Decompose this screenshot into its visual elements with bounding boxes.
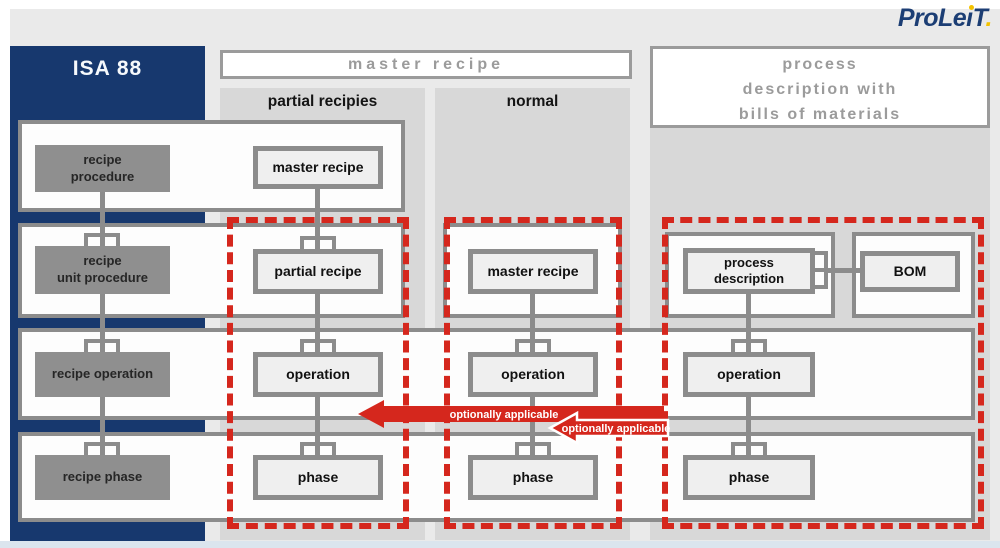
dashed-region-process bbox=[662, 217, 984, 529]
bom-connector-line bbox=[825, 268, 863, 273]
box-process-phase: phase bbox=[683, 455, 815, 500]
logo-letter-i: ı bbox=[966, 4, 975, 32]
dashed-region-normal bbox=[444, 217, 622, 529]
column-label-partial: partial recipies bbox=[267, 93, 378, 110]
box-process-operation: operation bbox=[683, 352, 815, 397]
connector-left-1 bbox=[100, 192, 105, 246]
row-band-4 bbox=[18, 432, 975, 522]
bottom-blue-strip bbox=[0, 541, 1000, 548]
logo-text-main: ProLe bbox=[897, 4, 967, 32]
connector-partial-3 bbox=[315, 397, 320, 455]
fork-icon bbox=[300, 442, 336, 455]
connector-left-2 bbox=[100, 294, 105, 352]
box-recipe-unit-procedure: recipe unit procedure bbox=[35, 246, 170, 294]
fork-icon bbox=[300, 339, 336, 352]
box-recipe-procedure: recipe procedure bbox=[35, 145, 170, 192]
fork-icon bbox=[515, 339, 551, 352]
connector-left-3 bbox=[100, 397, 105, 455]
box-partial-operation: operation bbox=[253, 352, 383, 397]
box-process-description: process description bbox=[683, 248, 815, 294]
connector-partial-2 bbox=[315, 294, 320, 352]
box-partial-phase: phase bbox=[253, 455, 383, 500]
master-recipe-header: master recipe bbox=[220, 50, 632, 79]
fork-icon bbox=[731, 442, 767, 455]
box-normal-phase: phase bbox=[468, 455, 598, 500]
connector-process-1 bbox=[746, 294, 751, 352]
fork-icon bbox=[300, 236, 336, 249]
connector-normal-1 bbox=[530, 294, 535, 352]
box-normal-operation: operation bbox=[468, 352, 598, 397]
box-partial-master-recipe: master recipe bbox=[253, 146, 383, 189]
fork-icon bbox=[84, 233, 120, 246]
left-white-strip bbox=[0, 0, 10, 548]
fork-icon bbox=[515, 442, 551, 455]
fork-icon bbox=[84, 442, 120, 455]
fork-icon bbox=[84, 339, 120, 352]
box-normal-master-recipe: master recipe bbox=[468, 249, 598, 294]
box-recipe-operation: recipe operation bbox=[35, 352, 170, 397]
top-white-strip bbox=[0, 0, 1000, 9]
column-label-normal: normal bbox=[506, 93, 559, 110]
connector-process-2 bbox=[746, 397, 751, 455]
logo-period: . bbox=[985, 4, 993, 32]
logo-text-t: T bbox=[972, 4, 986, 32]
box-partial-recipe: partial recipe bbox=[253, 249, 383, 294]
process-description-header: process description with bills of materi… bbox=[650, 46, 990, 128]
dashed-region-partial bbox=[227, 217, 409, 529]
logo-i-dot-icon bbox=[969, 5, 975, 10]
box-bom: BOM bbox=[860, 251, 960, 292]
box-recipe-phase: recipe phase bbox=[35, 455, 170, 500]
isa88-title: ISA 88 bbox=[72, 57, 143, 80]
fork-icon bbox=[731, 339, 767, 352]
